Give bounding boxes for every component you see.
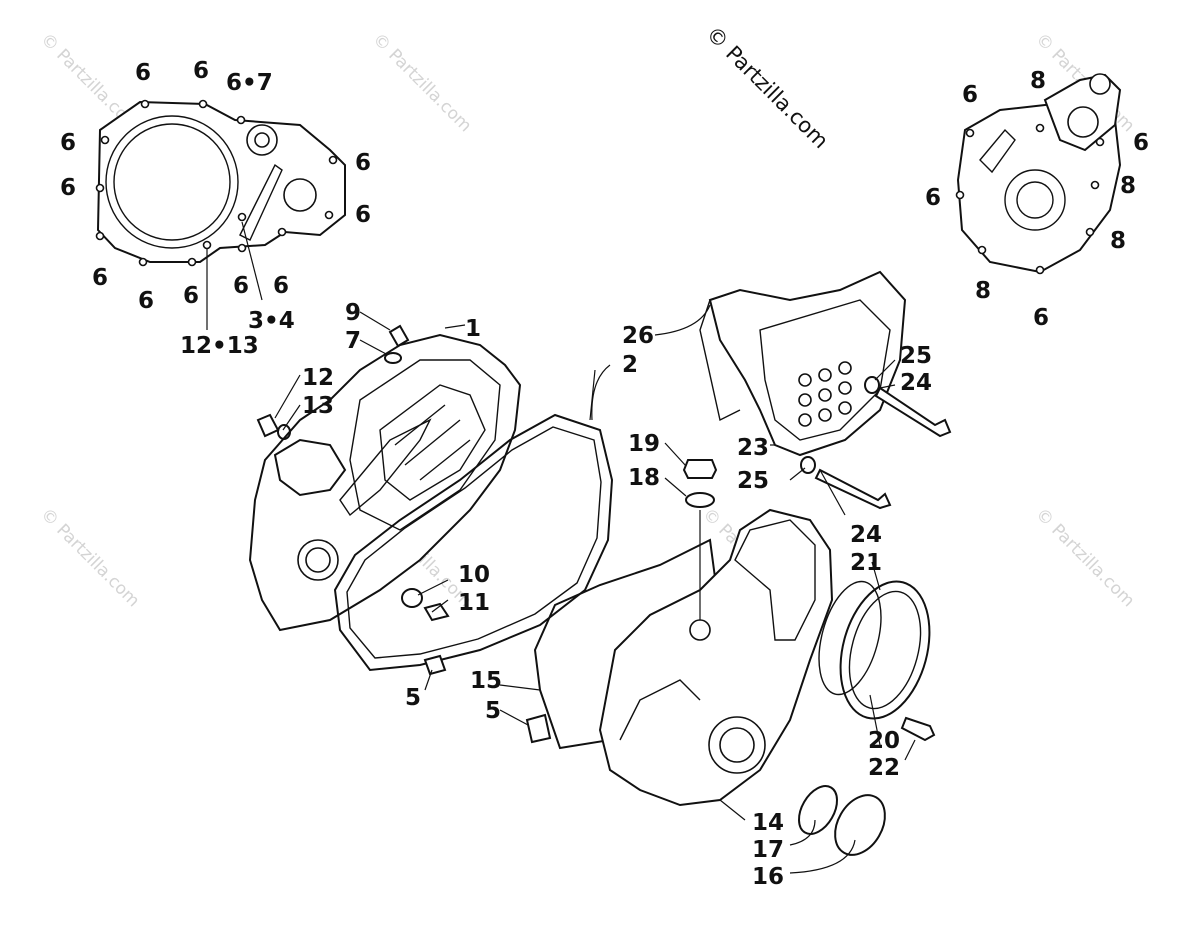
gasket-washer bbox=[685, 492, 715, 508]
magneto-cover-inset bbox=[955, 73, 1122, 275]
callout-6: 6 bbox=[92, 265, 108, 291]
callout-16: 16 bbox=[752, 864, 784, 890]
clutch-cover bbox=[248, 333, 522, 632]
callout-26: 26 bbox=[622, 323, 654, 349]
watermark: © Partzilla.com bbox=[36, 504, 143, 611]
callout-8: 8 bbox=[1120, 173, 1136, 199]
callout-6: 6 bbox=[962, 82, 978, 108]
callout-6: 6 bbox=[138, 288, 154, 314]
washer bbox=[277, 424, 291, 440]
callout-6: 6 bbox=[355, 150, 371, 176]
drain-plug bbox=[682, 459, 718, 479]
magneto-cover bbox=[598, 508, 834, 807]
callout-6: 6 bbox=[60, 130, 76, 156]
dowel-pin bbox=[423, 654, 447, 676]
callout-12: 12 bbox=[302, 365, 334, 391]
callout-6: 6 bbox=[135, 60, 151, 86]
callout-24: 24 bbox=[900, 370, 932, 396]
clutch-cover-inset bbox=[95, 99, 346, 330]
callout-10: 10 bbox=[458, 562, 490, 588]
plug bbox=[834, 794, 886, 856]
callout-6: 6 bbox=[183, 283, 199, 309]
callout-21: 21 bbox=[850, 550, 882, 576]
washer bbox=[864, 376, 880, 394]
watermark: © Partzilla.com bbox=[1031, 504, 1138, 611]
callout-6: 6 bbox=[1133, 130, 1149, 156]
washer bbox=[384, 352, 402, 364]
callout-labels: 6 6 6•7 6 6 6 6 6 6 6 6 6 3•4 12•13 6 8 … bbox=[60, 58, 1149, 890]
callout-5: 5 bbox=[405, 685, 421, 711]
o-ring-small bbox=[401, 588, 423, 608]
callout-17: 17 bbox=[752, 837, 784, 863]
callout-20: 20 bbox=[868, 728, 900, 754]
callout-12-13: 12•13 bbox=[180, 333, 259, 359]
inspection-cover bbox=[818, 580, 931, 720]
o-ring bbox=[798, 785, 838, 835]
callout-6: 6 bbox=[233, 273, 249, 299]
callout-11: 11 bbox=[458, 590, 490, 616]
callout-3-4: 3•4 bbox=[248, 308, 295, 334]
callout-6: 6 bbox=[1033, 305, 1049, 331]
callout-1: 1 bbox=[465, 316, 481, 342]
callout-19: 19 bbox=[628, 431, 660, 457]
plug-small bbox=[423, 602, 450, 622]
callout-25: 25 bbox=[737, 468, 769, 494]
starter-guard bbox=[699, 270, 907, 457]
callout-2: 2 bbox=[622, 352, 638, 378]
callout-6: 6 bbox=[273, 273, 289, 299]
callout-5: 5 bbox=[485, 698, 501, 724]
long-bolt bbox=[814, 468, 892, 510]
callout-18: 18 bbox=[628, 465, 660, 491]
callout-13: 13 bbox=[302, 393, 334, 419]
callout-6: 6 bbox=[355, 202, 371, 228]
callout-15: 15 bbox=[470, 668, 502, 694]
callout-8: 8 bbox=[1030, 68, 1046, 94]
long-bolt bbox=[874, 386, 952, 438]
clutch-cover-gasket bbox=[333, 413, 614, 672]
callout-6: 6 bbox=[193, 58, 209, 84]
bolt bbox=[256, 413, 280, 438]
bolt bbox=[900, 716, 936, 742]
watermark: © Partzilla.com bbox=[368, 29, 475, 136]
callout-22: 22 bbox=[868, 755, 900, 781]
callout-24: 24 bbox=[850, 522, 882, 548]
copyright-text: © Partzilla.com bbox=[701, 22, 833, 154]
callout-14: 14 bbox=[752, 810, 784, 836]
callout-6: 6 bbox=[925, 185, 941, 211]
callout-6: 6 bbox=[60, 175, 76, 201]
callout-8: 8 bbox=[975, 278, 991, 304]
callout-9: 9 bbox=[345, 300, 361, 326]
dowel-pin bbox=[525, 713, 552, 744]
magneto-cover-gasket bbox=[533, 538, 720, 750]
callout-8: 8 bbox=[1110, 228, 1126, 254]
bolt bbox=[388, 324, 410, 348]
callout-25: 25 bbox=[900, 343, 932, 369]
callout-7: 7 bbox=[345, 328, 361, 354]
washer bbox=[800, 456, 816, 474]
callout-6-7: 6•7 bbox=[226, 70, 273, 96]
callout-23: 23 bbox=[737, 435, 769, 461]
leader-lines bbox=[274, 304, 916, 874]
